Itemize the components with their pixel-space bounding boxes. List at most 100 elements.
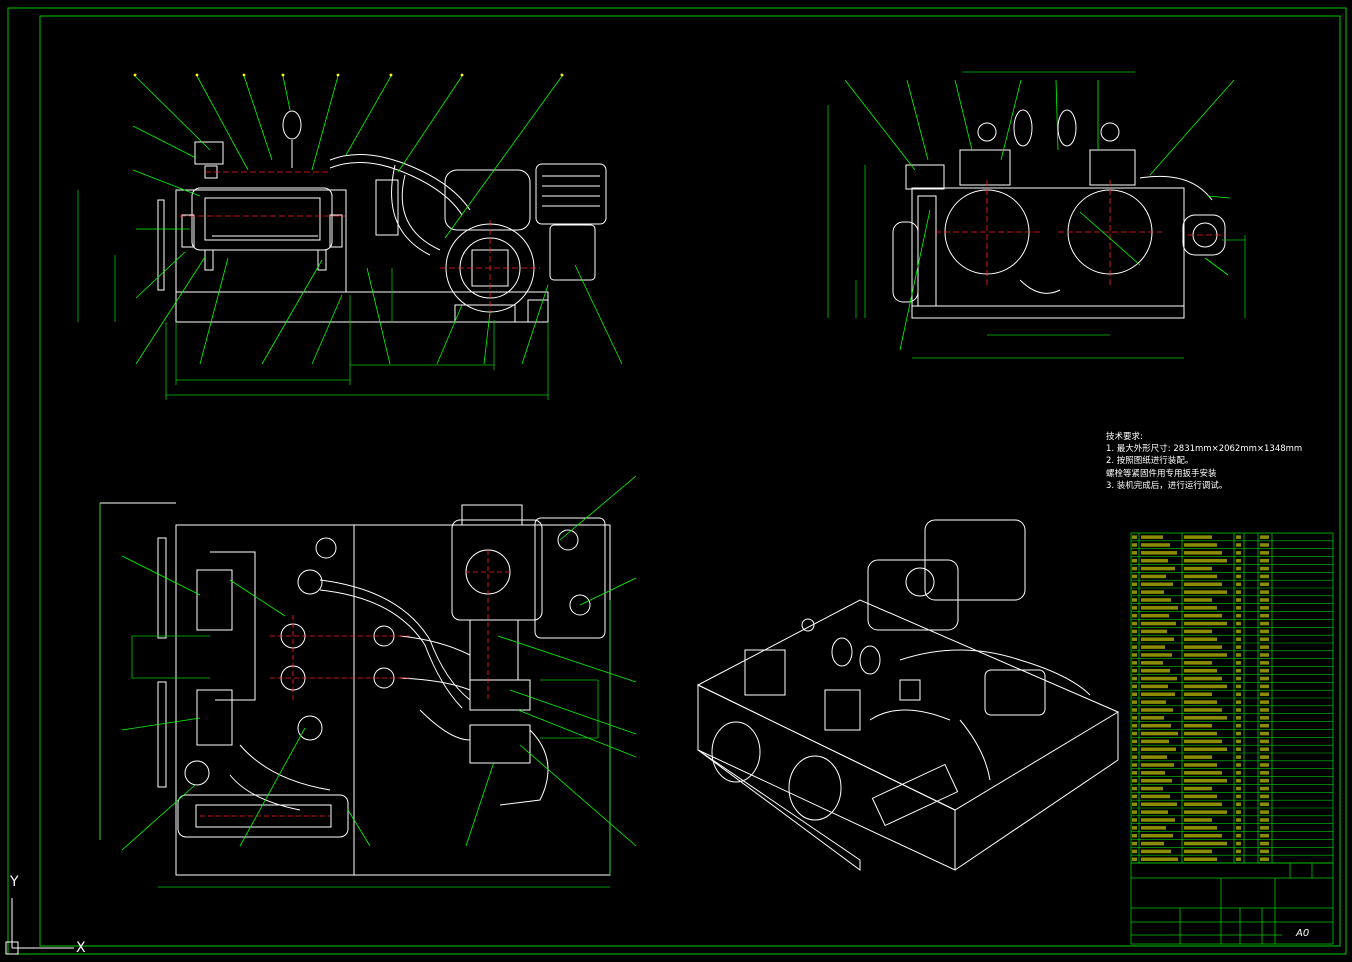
side-view-centerlines bbox=[935, 180, 1225, 285]
parts-list-entry-mark bbox=[1184, 810, 1227, 814]
parts-list-entry-mark bbox=[1260, 708, 1269, 712]
parts-list-entry-mark bbox=[1184, 857, 1217, 862]
parts-list-entry-mark bbox=[1260, 629, 1269, 634]
parts-list-entry-mark bbox=[1132, 763, 1137, 767]
parts-list-entry-mark bbox=[1184, 763, 1217, 767]
parts-list-entry-mark bbox=[1184, 841, 1227, 846]
parts-list-entry-mark bbox=[1184, 755, 1212, 759]
parts-list-entry-mark bbox=[1260, 849, 1269, 854]
parts-list-entry-mark bbox=[1141, 661, 1163, 665]
parts-list-entry-mark bbox=[1184, 833, 1222, 838]
parts-list-entry-mark bbox=[1260, 637, 1269, 642]
parts-list-entry-mark bbox=[1141, 535, 1163, 539]
parts-list-entry-mark bbox=[1260, 551, 1269, 555]
parts-list-entry-mark bbox=[1184, 661, 1212, 665]
parts-list-entry-mark bbox=[1141, 833, 1173, 838]
parts-list-entry-mark bbox=[1184, 747, 1227, 752]
parts-list-entry-mark bbox=[1236, 841, 1241, 846]
parts-list-entry-mark bbox=[1141, 606, 1178, 610]
parts-list-entry-mark bbox=[1184, 629, 1212, 634]
parts-list-entry-mark bbox=[1184, 716, 1227, 720]
parts-list-entry-mark bbox=[1141, 574, 1166, 579]
parts-list-entry-mark bbox=[1236, 621, 1241, 626]
ucs-y-label: Y bbox=[10, 874, 19, 890]
parts-list-entry-mark bbox=[1184, 802, 1222, 807]
parts-list-entry-mark bbox=[1236, 676, 1241, 681]
parts-list-entry-mark bbox=[1260, 786, 1269, 791]
parts-list-entry-mark bbox=[1132, 747, 1137, 752]
technical-requirements-heading: 技术要求: bbox=[1106, 432, 1143, 442]
parts-list-entry-mark bbox=[1260, 794, 1269, 799]
parts-list-entries bbox=[1132, 535, 1269, 862]
parts-list-entry-mark bbox=[1141, 558, 1168, 563]
isometric-view bbox=[696, 519, 1120, 871]
parts-list-entry-mark bbox=[1184, 558, 1227, 563]
parts-list-entry-mark bbox=[1141, 676, 1177, 681]
parts-list-entry-mark bbox=[1184, 551, 1222, 555]
parts-list-entry-mark bbox=[1132, 716, 1137, 720]
parts-list-entry-mark bbox=[1132, 535, 1137, 539]
parts-list-entry-mark bbox=[1132, 692, 1137, 697]
parts-list-entry-mark bbox=[1132, 676, 1137, 681]
parts-list-entry-mark bbox=[1141, 716, 1164, 720]
parts-list-entry-mark bbox=[1184, 606, 1217, 610]
parts-list-entry-mark bbox=[1184, 574, 1217, 579]
technical-requirement-3: 3. 装机完成后，进行运行调试。 bbox=[1106, 480, 1228, 491]
parts-list-entry-mark bbox=[1260, 676, 1269, 681]
parts-list-entry-mark bbox=[1184, 739, 1222, 744]
parts-list-entry-mark bbox=[1141, 700, 1166, 704]
parts-list-entry-mark bbox=[1236, 582, 1241, 587]
parts-list-entry-mark bbox=[1141, 857, 1178, 862]
parts-list-entry-mark bbox=[1236, 833, 1241, 838]
parts-list-entry-mark bbox=[1141, 731, 1178, 736]
parts-list-entry-mark bbox=[1260, 763, 1269, 767]
parts-list-entry-mark bbox=[1184, 849, 1212, 854]
parts-list-entry-mark bbox=[1132, 629, 1137, 634]
parts-list-entry-mark bbox=[1184, 676, 1222, 681]
parts-list-entry-mark bbox=[1236, 818, 1241, 822]
parts-list-entry-mark bbox=[1141, 841, 1164, 846]
parts-list-entry-mark bbox=[1141, 802, 1177, 807]
parts-list-entry-mark bbox=[1141, 653, 1172, 657]
parts-list-entry-mark bbox=[1141, 598, 1171, 602]
parts-list-entry-mark bbox=[1141, 621, 1176, 626]
parts-list-entry-mark bbox=[1260, 684, 1269, 689]
parts-list-entry-mark bbox=[1236, 613, 1241, 618]
parts-list-entry-mark bbox=[1236, 826, 1241, 830]
front-view bbox=[157, 110, 607, 323]
parts-list-entry-mark bbox=[1184, 582, 1222, 587]
drawing-frame bbox=[7, 7, 1347, 955]
top-view-centerlines bbox=[200, 550, 510, 817]
ucs-x-label: X bbox=[76, 940, 86, 956]
parts-list-entry-mark bbox=[1260, 566, 1269, 571]
parts-list-entry-mark bbox=[1184, 645, 1222, 649]
parts-list-entry-mark bbox=[1236, 661, 1241, 665]
parts-list-entry-mark bbox=[1141, 778, 1172, 783]
parts-list-entry-mark bbox=[1141, 692, 1175, 697]
parts-list-entry-mark bbox=[1141, 755, 1167, 759]
parts-list-entry-mark bbox=[1141, 771, 1165, 775]
title-block bbox=[1130, 862, 1334, 945]
parts-list-entry-mark bbox=[1184, 543, 1217, 547]
parts-list-entry-mark bbox=[1236, 606, 1241, 610]
parts-list-entry-mark bbox=[1260, 661, 1269, 665]
parts-list-entry-mark bbox=[1132, 802, 1137, 807]
parts-list-entry-mark bbox=[1236, 668, 1241, 673]
parts-list-entry-mark bbox=[1141, 637, 1174, 642]
parts-list-entry-mark bbox=[1236, 598, 1241, 602]
parts-list-entry-mark bbox=[1236, 684, 1241, 689]
parts-list-entry-mark bbox=[1184, 778, 1227, 783]
parts-list-entry-mark bbox=[1236, 802, 1241, 807]
parts-list-entry-mark bbox=[1184, 826, 1217, 830]
side-view-dimensions bbox=[827, 71, 1246, 359]
parts-list-entry-mark bbox=[1236, 810, 1241, 814]
parts-list-entry-mark bbox=[1184, 668, 1217, 673]
parts-list-entry-mark bbox=[1236, 653, 1241, 657]
technical-requirement-2-note: 螺栓等紧固件用专用扳手安装 bbox=[1106, 468, 1217, 479]
parts-list-entry-mark bbox=[1132, 645, 1137, 649]
parts-list-entry-mark bbox=[1260, 668, 1269, 673]
parts-list-entry-mark bbox=[1132, 700, 1137, 704]
parts-list-entry-mark bbox=[1141, 645, 1165, 649]
parts-list-entry-mark bbox=[1132, 684, 1137, 689]
